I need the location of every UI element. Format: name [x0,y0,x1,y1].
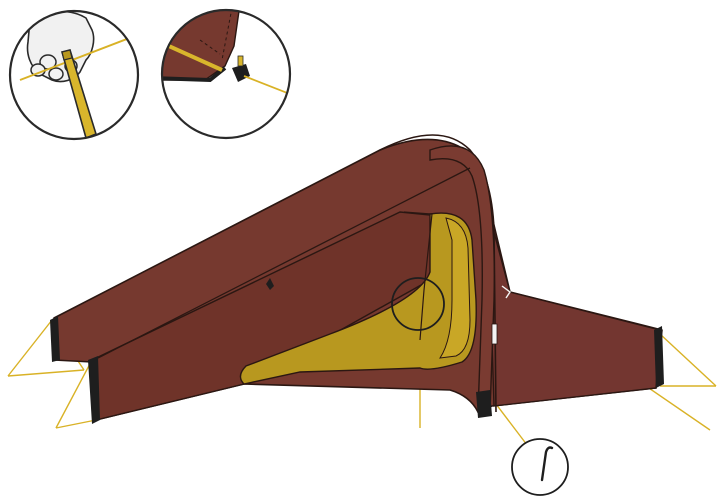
tent-main [8,135,716,462]
detail-peg [512,439,568,495]
detail-tensioner [150,4,300,138]
detail-hand-guyline [10,11,140,139]
